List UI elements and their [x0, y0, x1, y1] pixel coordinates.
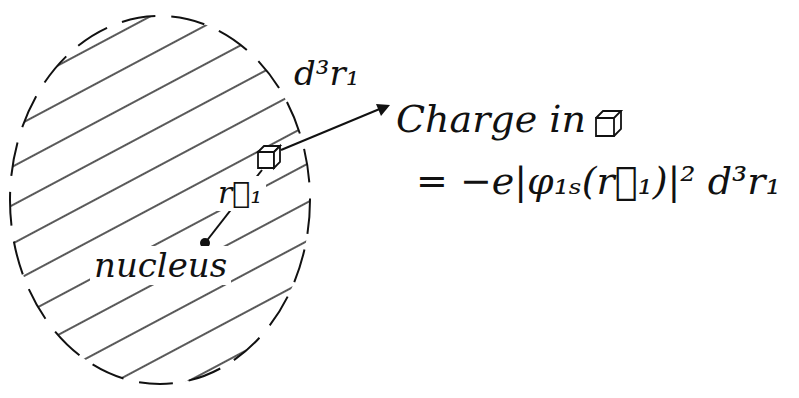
- volume-element-cube: [258, 146, 280, 168]
- leader-line: [281, 108, 382, 150]
- volume-element-label: d³r₁: [290, 54, 363, 93]
- cube-symbol: [596, 111, 621, 136]
- vector-label: r⃗₁: [214, 176, 266, 211]
- electron-cloud-outline: [10, 16, 310, 384]
- note-text: Charge in: [392, 98, 590, 142]
- electron-cloud-hatching: [10, 16, 310, 384]
- equation: = −e|φ₁ₛ(r⃗₁)|² d³r₁: [412, 160, 785, 204]
- leader-arrowhead: [376, 104, 390, 116]
- nucleus-label: nucleus: [90, 246, 231, 285]
